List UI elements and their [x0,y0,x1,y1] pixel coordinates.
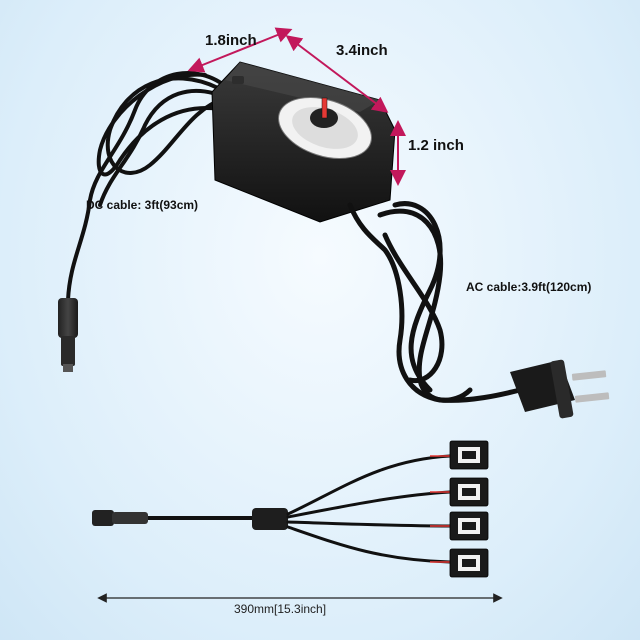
dc-barrel-plug [58,298,78,372]
depth-label: 1.8inch [205,32,257,49]
ac-plug [510,359,610,419]
splitter-length-label: 390mm[15.3inch] [234,602,327,616]
fan-splitter-cable [92,440,489,578]
dimension-arrows [187,27,406,186]
ac-cable-label: AC cable:3.9ft(120cm) [466,280,592,294]
dc-cable-label: DC cable: 3ft(93cm) [86,198,199,212]
dc-cable [66,71,234,302]
ac-cable [347,201,523,403]
adapter-body [211,61,396,223]
height-label: 1.2 inch [408,137,464,154]
length-label: 3.4inch [336,42,388,59]
